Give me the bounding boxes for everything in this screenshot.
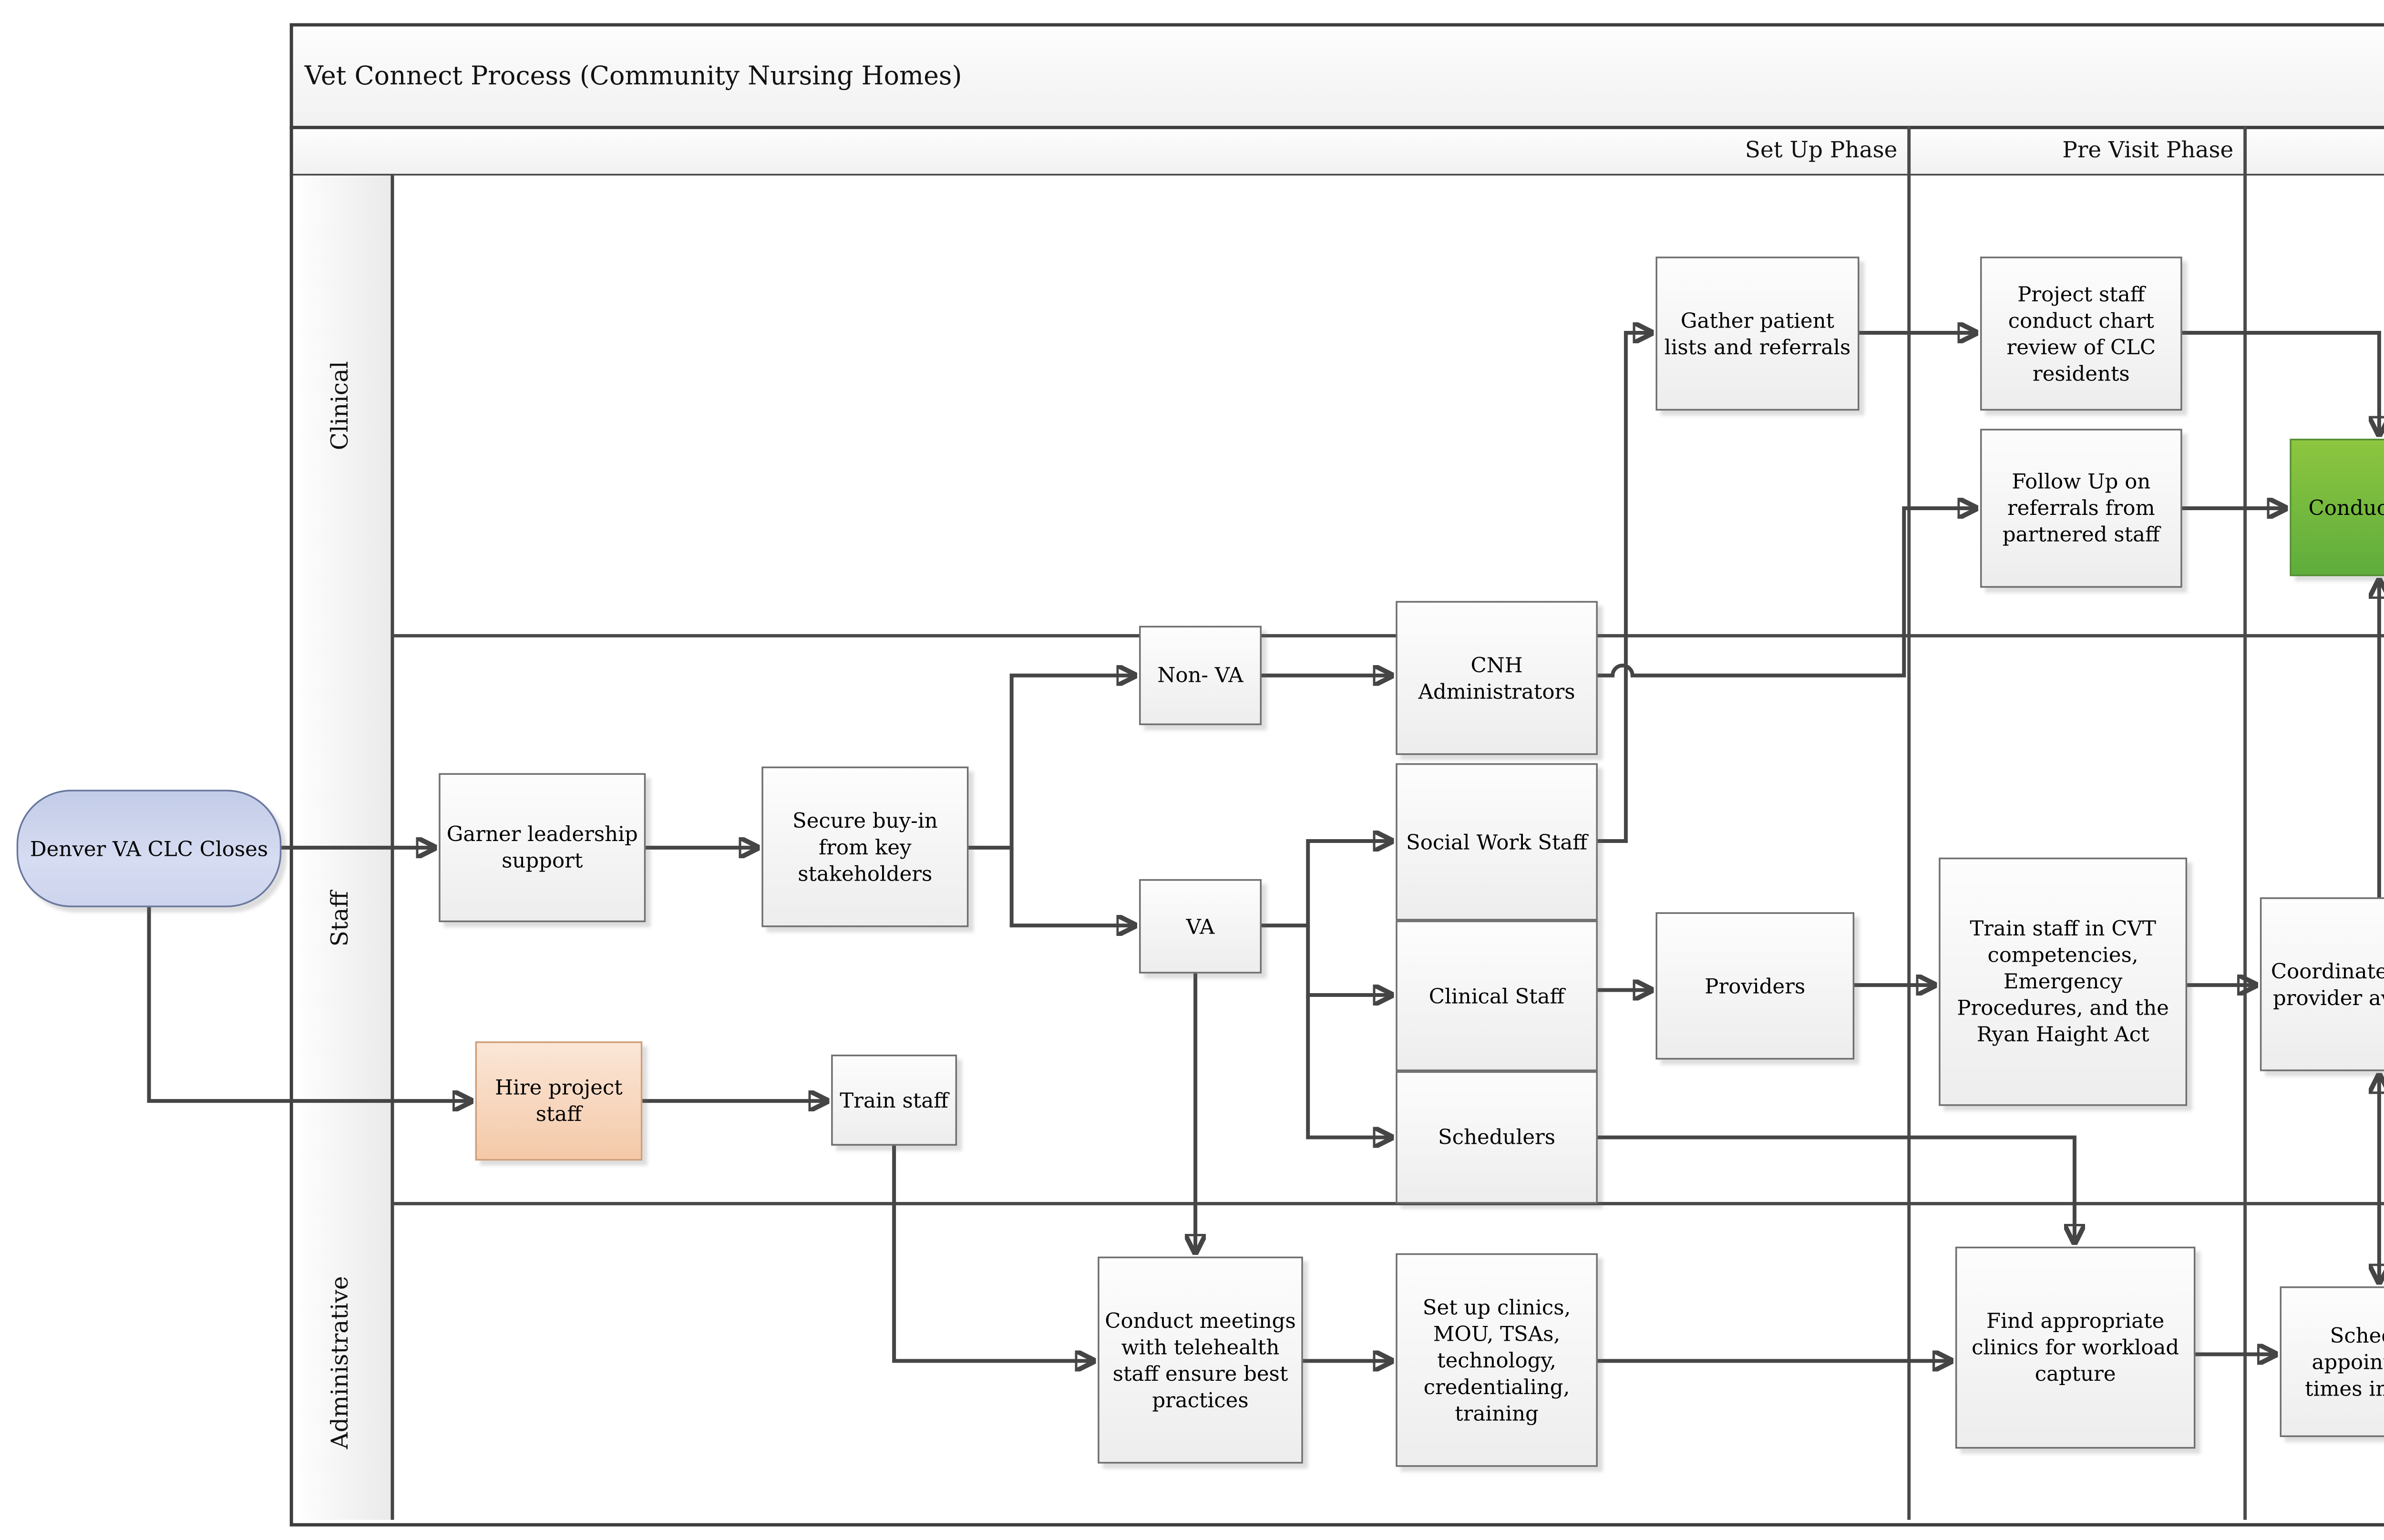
node-label-find-clinics: Find appropriate clinics for workload ca… [1972, 1308, 2179, 1386]
node-conduct-visit: Conduct Visit [2290, 439, 2384, 576]
node-label-cnh-administrators: CNH Administrators [1418, 651, 1575, 703]
node-set-up-clinics: Set up clinics, MOU, TSAs, technology, c… [1396, 1253, 1598, 1467]
node-label-conduct-visit: Conduct Visit [2308, 494, 2384, 519]
node-chart-review: Project staff conduct chart review of CL… [1980, 257, 2182, 411]
node-label-train-staff: Train staff [840, 1087, 948, 1112]
node-label-chart-review: Project staff conduct chart review of CL… [2006, 280, 2156, 385]
arrow-cnh-to-follow-up [1597, 508, 1975, 678]
arrow-va-to-social-work [1261, 841, 1391, 928]
node-garner-leadership: Garner leadership support [439, 773, 646, 923]
node-secure-buy-in: Secure buy-in from key stakeholders [761, 766, 969, 927]
phase-divider-previsit-visit [2244, 125, 2247, 1520]
node-label-follow-up-referrals: Follow Up on referrals from partnered st… [2002, 468, 2160, 546]
node-label-providers: Providers [1705, 973, 1806, 998]
node-va: VA [1139, 879, 1262, 974]
node-label-schedulers: Schedulers [1438, 1124, 1556, 1149]
node-cnh-administrators: CNH Administrators [1396, 601, 1598, 755]
node-label-set-up-clinics: Set up clinics, MOU, TSAs, technology, c… [1422, 1294, 1571, 1425]
arrow-secure-to-non-va [968, 676, 1134, 850]
node-schedule-appointments: Schedule appointment times in clinic [2280, 1286, 2384, 1437]
node-label-clinical-staff: Clinical Staff [1428, 982, 1565, 1007]
node-providers: Providers [1655, 912, 1855, 1060]
node-label-schedule-appointments: Schedule appointment times in clinic [2305, 1322, 2384, 1400]
node-non-va: Non- VA [1139, 626, 1262, 725]
arrow-train-staff-to-conduct-meetings [892, 1145, 1093, 1361]
node-find-clinics: Find appropriate clinics for workload ca… [1955, 1246, 2196, 1449]
node-hire-project-staff: Hire project staff [475, 1041, 643, 1161]
node-coordinate-availability: Coordinate staff and provider availabili… [2260, 897, 2384, 1071]
node-label-non-va: Non- VA [1157, 662, 1243, 688]
title-row-background [293, 26, 2384, 126]
arrow-social-work-to-gather-patient-lists [1597, 333, 1651, 843]
node-conduct-meetings: Conduct meetings with telehealth staff e… [1098, 1256, 1303, 1464]
node-gather-patient-lists: Gather patient lists and referrals [1655, 257, 1860, 411]
node-label-secure-buy-in: Secure buy-in from key stakeholders [792, 807, 938, 885]
arrow-chart-review-to-conduct-visit [2182, 330, 2379, 434]
arrow-secure-to-va [1009, 847, 1134, 925]
table-outer-border [289, 23, 2384, 1527]
phase-divider-setup-previsit [1908, 125, 1911, 1520]
node-label-train-cvt: Train staff in CVT competencies, Emergen… [1957, 915, 2169, 1047]
node-label-start: Denver VA CLC Closes [30, 835, 268, 860]
arrow-start-to-hire-project-staff [147, 907, 471, 1101]
lane-divider-staff-administrative [392, 1202, 2384, 1205]
header-row-divider [289, 173, 2384, 175]
arrow-va-to-schedulers [1306, 995, 1391, 1138]
phase-header-pre-visit: Pre Visit Phase [2062, 137, 2234, 164]
node-social-work-staff: Social Work Staff [1396, 763, 1598, 921]
diagram-title: Vet Connect Process (Community Nursing H… [304, 61, 962, 91]
node-train-cvt: Train staff in CVT competencies, Emergen… [1939, 857, 2188, 1106]
node-label-garner-leadership: Garner leadership support [446, 821, 638, 873]
node-train-staff: Train staff [831, 1054, 957, 1146]
node-label-social-work-staff: Social Work Staff [1406, 828, 1588, 854]
node-label-coordinate-availability: Coordinate staff and provider availabili… [2271, 957, 2384, 1009]
title-row-divider [289, 125, 2384, 129]
phase-header-set-up: Set Up Phase [1745, 137, 1898, 164]
node-label-conduct-meetings: Conduct meetings with telehealth staff e… [1105, 1307, 1296, 1412]
node-label-hire-project-staff: Hire project staff [495, 1074, 623, 1126]
lane-divider-clinical-staff [392, 635, 2384, 637]
node-label-va: VA [1186, 913, 1215, 938]
node-schedulers: Schedulers [1396, 1071, 1598, 1204]
node-start: Denver VA CLC Closes [16, 790, 282, 907]
arrow-schedulers-to-find-clinics [1597, 1135, 2075, 1242]
phase-header-row-background [293, 129, 2384, 174]
node-follow-up-referrals: Follow Up on referrals from partnered st… [1980, 429, 2182, 588]
node-label-gather-patient-lists: Gather patient lists and referrals [1664, 307, 1851, 359]
node-clinical-staff: Clinical Staff [1396, 920, 1598, 1071]
